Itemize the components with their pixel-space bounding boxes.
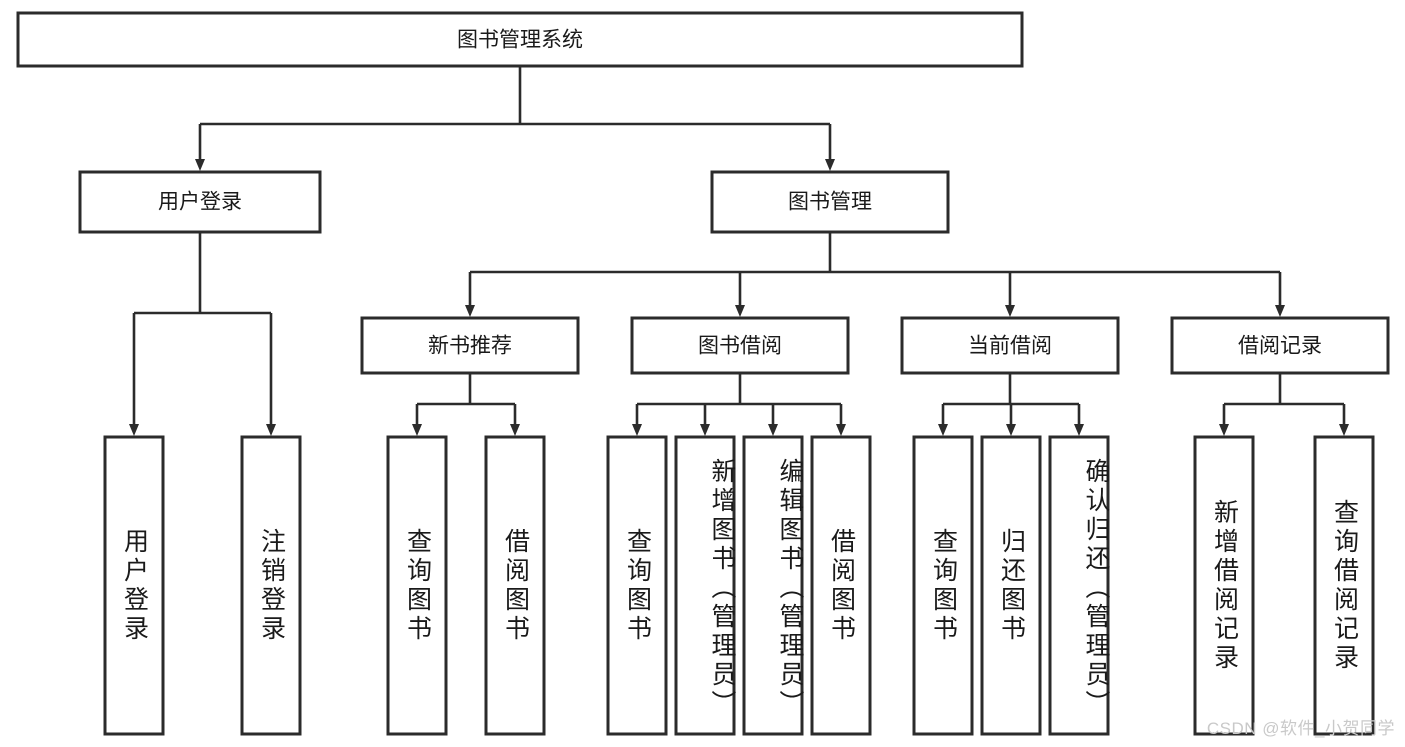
leaf-box-return-book[interactable] xyxy=(980,435,1042,736)
leaf-box-add-borrow-record[interactable] xyxy=(1193,435,1255,736)
node-label-current-borrow: 当前借阅 xyxy=(968,335,1052,358)
leaf-box-query-borrow-record[interactable] xyxy=(1313,435,1375,736)
node-label-root: 图书管理系统 xyxy=(457,29,583,52)
leaf-box-borrow-book-bb[interactable] xyxy=(810,435,872,736)
node-box-root[interactable] xyxy=(16,11,1024,68)
leaf-box-add-book-admin[interactable] xyxy=(674,435,736,736)
connector-layer xyxy=(129,66,1349,436)
node-box-book-borrow[interactable] xyxy=(630,316,850,375)
node-label-borrow-record: 借阅记录 xyxy=(1238,335,1322,358)
node-label-book-borrow: 图书借阅 xyxy=(698,335,782,358)
leaf-box-query-book-nb[interactable] xyxy=(386,435,448,736)
node-layer: 图书管理系统 用户登录 图书管理 新书推荐 图书借阅 当前借阅 借阅记录 xyxy=(16,11,1390,736)
node-label-user-login: 用户登录 xyxy=(158,191,242,214)
node-box-user-login[interactable] xyxy=(78,170,322,234)
node-box-book-mgmt[interactable] xyxy=(710,170,950,234)
leaf-box-confirm-return-admin[interactable] xyxy=(1048,435,1110,736)
node-box-new-book-recommend[interactable] xyxy=(360,316,580,375)
node-label-book-mgmt: 图书管理 xyxy=(788,191,872,214)
node-label-new-book-recommend: 新书推荐 xyxy=(428,335,512,358)
leaf-box-user-login[interactable] xyxy=(103,435,165,736)
csdn-watermark: CSDN @软件_小贺同学 xyxy=(1206,719,1395,738)
node-box-borrow-record[interactable] xyxy=(1170,316,1390,375)
leaf-box-logout[interactable] xyxy=(240,435,302,736)
leaf-box-query-book-bb[interactable] xyxy=(606,435,668,736)
node-box-current-borrow[interactable] xyxy=(900,316,1120,375)
leaf-box-query-book-cb[interactable] xyxy=(912,435,974,736)
leaf-box-borrow-book-nb[interactable] xyxy=(484,435,546,736)
leaf-box-edit-book-admin[interactable] xyxy=(742,435,804,736)
